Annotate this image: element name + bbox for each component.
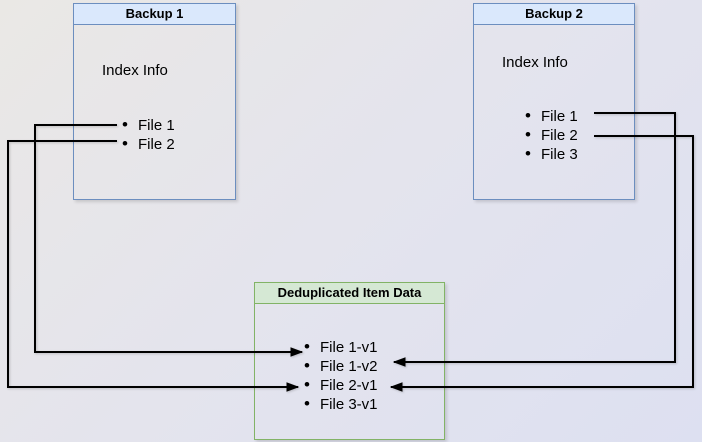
dedup-item: File 3-v1 bbox=[304, 394, 378, 414]
backup2-file-item: File 3 bbox=[525, 144, 578, 164]
dedup-item: File 2-v1 bbox=[304, 375, 378, 395]
backup1-title: Backup 1 bbox=[74, 4, 235, 25]
backup2-title: Backup 2 bbox=[474, 4, 634, 25]
backup1-file-item: File 2 bbox=[122, 134, 175, 154]
backup2-box: Backup 2 Index Info File 1File 2File 3 bbox=[473, 3, 635, 200]
backup1-index-info-label: Index Info bbox=[102, 62, 168, 79]
backup1-file-item: File 1 bbox=[122, 115, 175, 135]
dedup-item: File 1-v2 bbox=[304, 356, 378, 376]
backup1-box: Backup 1 Index Info File 1File 2 bbox=[73, 3, 236, 200]
backup1-file-list: File 1File 2 bbox=[122, 115, 175, 154]
dedup-box: Deduplicated Item Data File 1-v1File 1-v… bbox=[254, 282, 445, 440]
dedup-item: File 1-v1 bbox=[304, 337, 378, 357]
dedup-item-list: File 1-v1File 1-v2File 2-v1File 3-v1 bbox=[304, 337, 378, 414]
backup2-file-item: File 2 bbox=[525, 125, 578, 145]
backup2-index-info-label: Index Info bbox=[502, 54, 568, 71]
dedup-title: Deduplicated Item Data bbox=[255, 283, 444, 304]
backup2-file-item: File 1 bbox=[525, 106, 578, 126]
backup2-file-list: File 1File 2File 3 bbox=[525, 106, 578, 164]
